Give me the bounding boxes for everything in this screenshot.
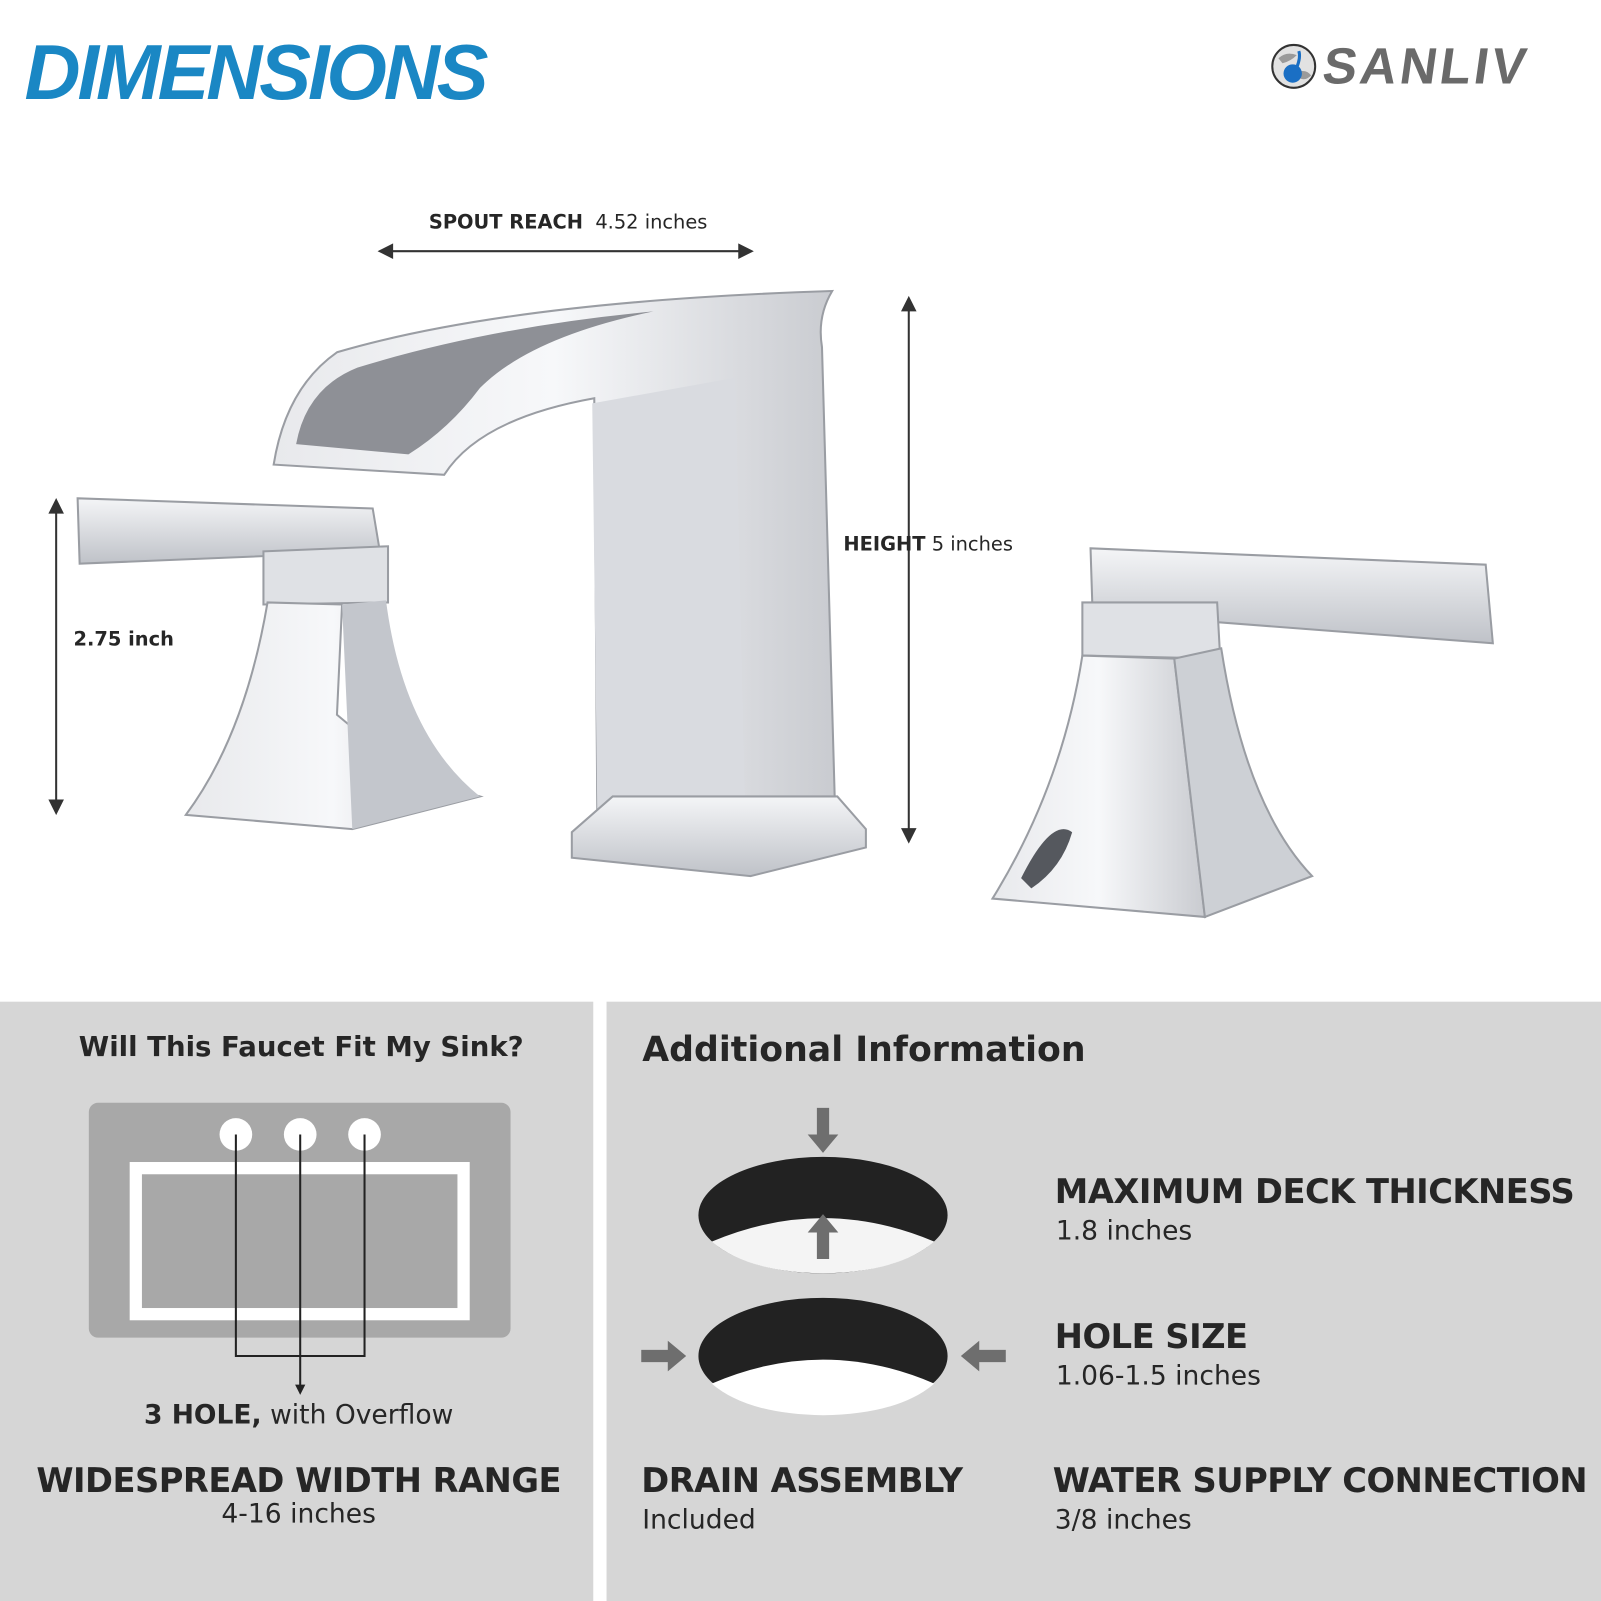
water-supply-title: WATER SUPPLY CONNECTION [1052, 1460, 1588, 1500]
range-value: 4-16 inches [221, 1498, 376, 1530]
height-arrow [901, 295, 917, 844]
hole-size-value: 1.06-1.5 inches [1055, 1361, 1261, 1392]
spout-reach-title: SPOUT REACH [428, 211, 583, 234]
globe-icon [1271, 43, 1317, 89]
arrow-up-icon [807, 1214, 839, 1260]
hole-size-diagram [641, 1297, 1006, 1416]
drain-assembly-title: DRAIN ASSEMBLY [641, 1460, 963, 1500]
sink-diagram [88, 1102, 511, 1395]
drain-assembly-value: Included [642, 1505, 756, 1536]
deck-thickness-title: MAXIMUM DECK THICKNESS [1054, 1171, 1575, 1212]
height-value: 5 inches [931, 533, 1013, 556]
handle-height-arrow [48, 498, 64, 816]
additional-info-panel [606, 1001, 1601, 1601]
faucet-spout [272, 289, 867, 878]
water-supply-value: 3/8 inches [1054, 1505, 1192, 1536]
height-title: HEIGHT [843, 533, 926, 556]
range-title: WIDESPREAD WIDTH RANGE [36, 1460, 561, 1500]
right-handle [990, 547, 1494, 919]
faucet-illustration [48, 243, 1494, 919]
additional-heading: Additional Information [642, 1029, 1086, 1071]
fit-heading: Will This Faucet Fit My Sink? [78, 1031, 524, 1063]
arrow-left-icon [960, 1340, 1006, 1372]
deck-thickness-diagram [698, 1107, 948, 1274]
arrow-down-icon [295, 1384, 306, 1395]
deck-thickness-value: 1.8 inches [1055, 1216, 1193, 1247]
spout-reach-arrow [377, 243, 754, 259]
left-handle [76, 497, 484, 831]
hole-bracket [234, 1134, 366, 1389]
spout-reach-label: SPOUT REACH 4.52 inches [429, 211, 708, 233]
hole-config: 3 HOLE, with Overflow [0, 1400, 597, 1431]
arrow-down-icon [807, 1107, 839, 1153]
spout-reach-value: 4.52 inches [595, 211, 708, 234]
arrow-right-icon [641, 1340, 687, 1372]
hole-count: 3 HOLE, [143, 1399, 262, 1431]
page-title: DIMENSIONS [24, 29, 489, 117]
hole-size-title: HOLE SIZE [1054, 1316, 1248, 1357]
hole-suffix: with Overflow [270, 1399, 454, 1431]
handle-height-label: 2.75 inch [73, 627, 174, 651]
height-label: HEIGHT 5 inches [843, 533, 1013, 555]
brand-logo: SANLIV [1270, 37, 1533, 96]
